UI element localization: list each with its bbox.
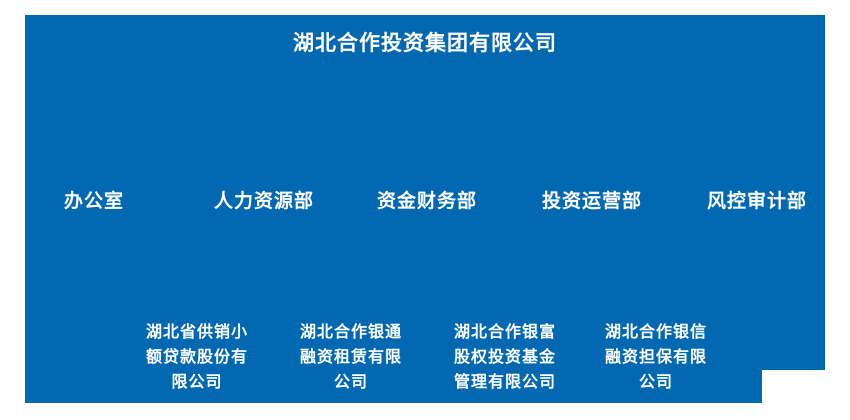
subsidiary-financial-leasing-company: 湖北合作银通融资租赁有限公司 — [299, 324, 402, 391]
company-title: 湖北合作投资集团有限公司 — [293, 32, 557, 55]
subsidiary-equity-fund-management-company: 湖北合作银富股权投资基金管理有限公司 — [453, 324, 556, 391]
department-human-resources: 人力资源部 — [213, 191, 315, 212]
department-risk-audit: 风控审计部 — [706, 191, 808, 212]
subsidiary-microloan-company: 湖北省供销小额贷款股份有限公司 — [145, 324, 248, 391]
bottom-right-notch — [762, 370, 850, 420]
department-funds-finance: 资金财务部 — [376, 191, 478, 212]
department-investment-operations: 投资运营部 — [541, 191, 643, 212]
org-chart-panel: 湖北合作投资集团有限公司 办公室 人力资源部 资金财务部 投资运营部 风控审计部… — [25, 15, 850, 420]
subsidiary-financing-guarantee-company: 湖北合作银信融资担保有限公司 — [604, 324, 707, 391]
department-office: 办公室 — [63, 191, 125, 212]
